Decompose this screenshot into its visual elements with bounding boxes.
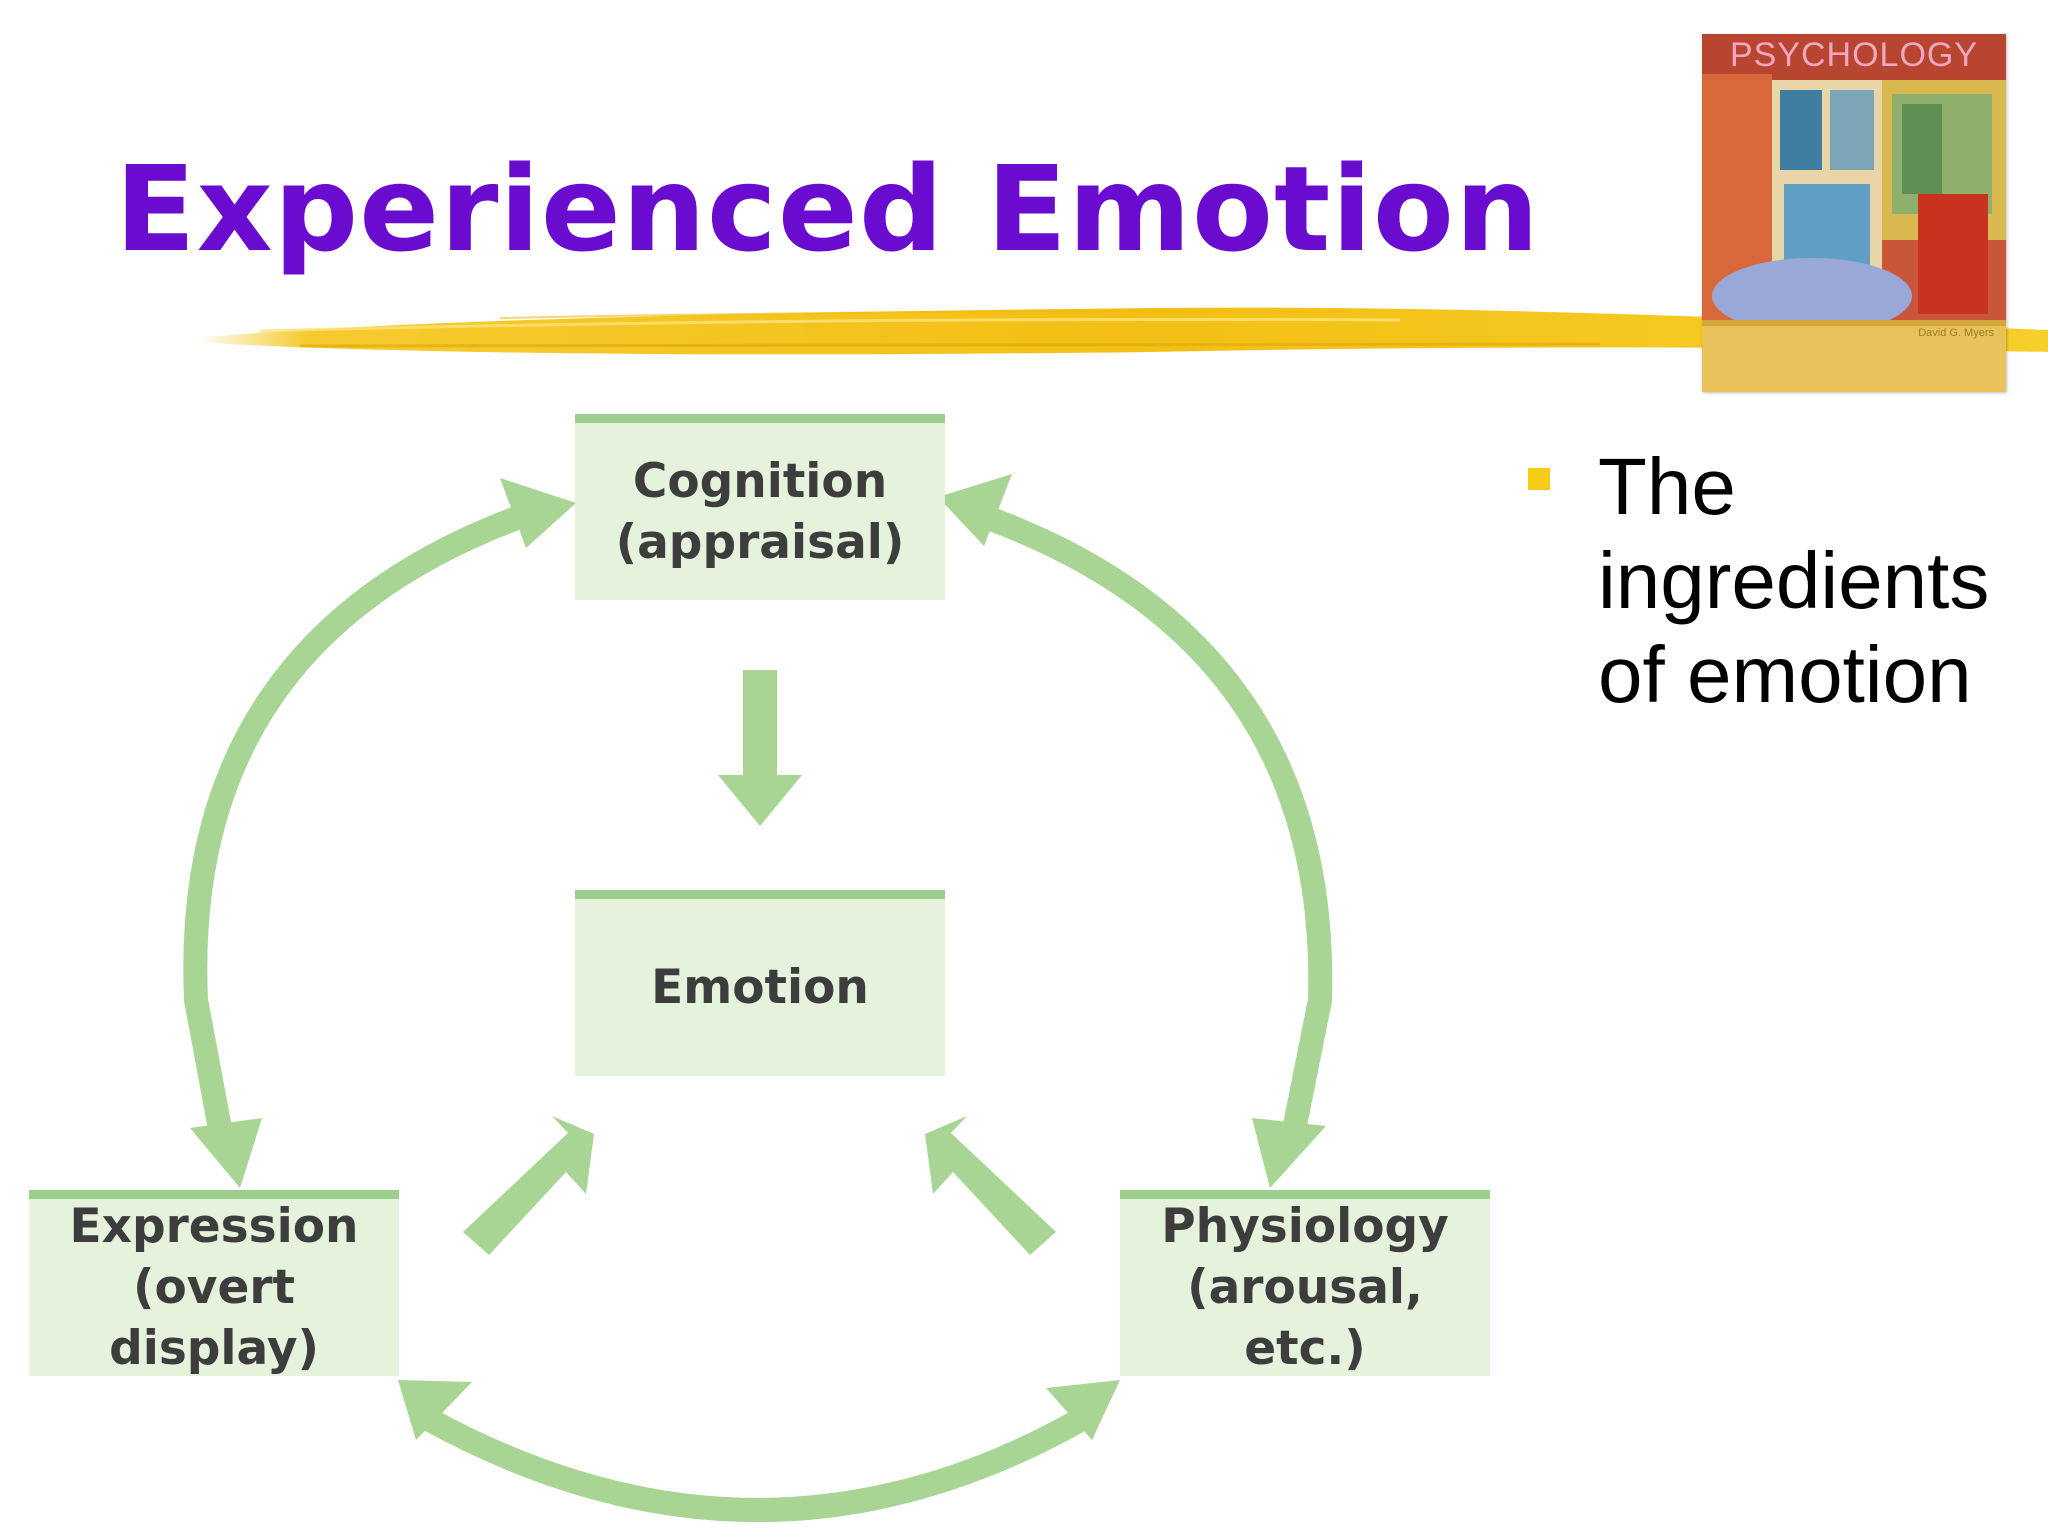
- node-expression: Expression (overt display): [29, 1190, 399, 1376]
- arrow-expression-emotion: [463, 1116, 594, 1255]
- arrowhead-cognition-emotion: [718, 775, 802, 826]
- arrowhead-to-cognition-right: [938, 474, 1012, 546]
- bullet-line-2: ingredients: [1598, 536, 1990, 625]
- bullet-item: The ingredients of emotion: [1598, 440, 1989, 722]
- arc-cognition-physiology: [975, 503, 1333, 1153]
- node-expression-line1: Expression: [69, 1199, 359, 1254]
- node-emotion: Emotion: [575, 890, 945, 1076]
- node-expression-line2: (overt display): [109, 1260, 319, 1376]
- bullet-line-3: of emotion: [1598, 630, 1972, 719]
- node-physiology-line2: (arousal, etc.): [1187, 1260, 1423, 1376]
- arrowhead-to-expression-top: [190, 1118, 262, 1188]
- arrowhead-to-physiology-bottom: [1046, 1380, 1120, 1440]
- book-cover-author: David G. Myers: [1918, 327, 1994, 339]
- arrow-cognition-emotion-shaft: [743, 670, 777, 775]
- arc-cognition-expression: [183, 503, 530, 1153]
- node-cognition: Cognition (appraisal): [575, 414, 945, 600]
- node-physiology-line1: Physiology: [1161, 1199, 1449, 1254]
- arc-expression-physiology: [424, 1409, 1086, 1522]
- node-cognition-line1: Cognition: [632, 453, 888, 509]
- node-emotion-label: Emotion: [651, 960, 869, 1015]
- slide-title: Experienced Emotion: [115, 140, 1540, 278]
- arrow-physiology-emotion: [925, 1116, 1056, 1255]
- arrowhead-to-expression-bottom: [398, 1380, 472, 1440]
- book-cover-title: PSYCHOLOGY: [1729, 36, 1979, 74]
- node-physiology: Physiology (arousal, etc.): [1120, 1190, 1490, 1376]
- book-cover-image: PSYCHOLOGY David G. Myers: [1702, 34, 2006, 392]
- arrowhead-to-cognition-left: [500, 478, 576, 548]
- bullet-line-1: The: [1598, 442, 1736, 531]
- node-cognition-line2: (appraisal): [615, 514, 905, 570]
- arrowhead-to-physiology-top: [1252, 1118, 1326, 1188]
- bullet-marker: [1528, 468, 1550, 490]
